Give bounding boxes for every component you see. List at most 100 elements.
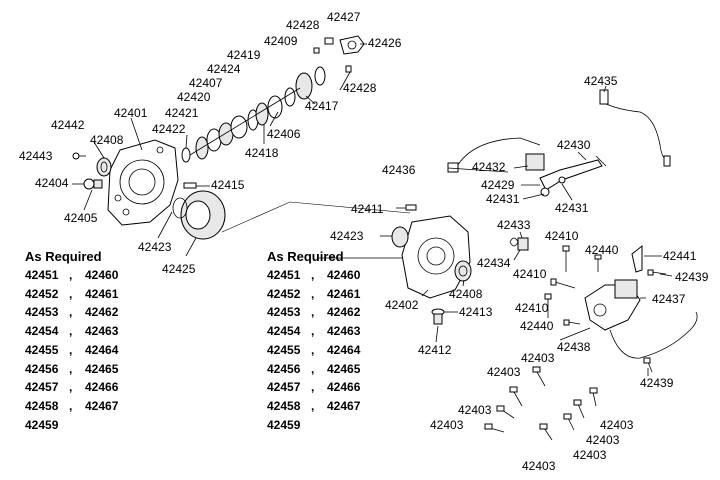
part-number-row: 42455,42464 [267,343,360,357]
callout-42408-right: 42408 [449,287,483,301]
callout-42403-h: 42403 [522,459,556,473]
callout-42421: 42421 [165,106,199,120]
part-number: 42460 [85,268,119,282]
callout-42440-top: 42440 [585,243,619,257]
part-number: 42459 [267,417,301,432]
part-number: 42462 [85,305,119,320]
part-number: 42458 [267,398,301,413]
callout-42431-right: 42431 [555,201,589,215]
callout-42442: 42442 [51,118,85,132]
callout-42410-top: 42410 [545,229,579,243]
separator: , [311,286,315,301]
sensor-harness-part [599,89,671,167]
right-seals-part [391,226,472,282]
callout-42440-low: 42440 [520,319,554,333]
callout-42420: 42420 [177,90,211,104]
right-as-required-heading: As Required [267,249,344,264]
part-number: 42452 [25,286,59,301]
callout-42405: 42405 [64,211,98,225]
separator: , [69,342,73,357]
part-number: 42457 [267,380,301,395]
part-number-row: 42458, 42467 [267,399,360,413]
separator: , [69,324,73,339]
callout-42439-top: 42439 [675,270,709,284]
callout-42423-left: 42423 [138,240,172,254]
separator: , [311,398,315,413]
part-number-row: 42459 [267,418,327,432]
callout-42441: 42441 [663,249,697,263]
callout-42406: 42406 [267,127,301,141]
left-as-required-heading: As Required [25,249,102,264]
callout-42428-mid: 42428 [343,81,377,95]
separator: , [69,361,73,376]
separator: , [311,380,315,395]
callout-42437: 42437 [652,292,686,306]
callout-42415: 42415 [211,178,245,192]
separator: , [69,268,73,282]
callout-42432: 42432 [472,160,506,174]
pinion-stack-part [181,66,326,163]
part-number-row: 42451,42460 [25,268,118,282]
part-number: 42461 [327,286,361,301]
part-number: 42465 [85,361,119,376]
actuator-part [584,244,698,359]
callout-42403-a: 42403 [521,351,555,365]
part-number: 42467 [85,398,119,413]
part-number: 42467 [327,398,361,413]
callout-42426: 42426 [368,36,402,50]
part-number: 42456 [25,361,59,376]
part-number-row: 42457, 42466 [25,380,118,394]
callout-42403-f: 42403 [586,433,620,447]
bolts-42440 [563,254,667,373]
callout-42403-e: 42403 [600,418,634,432]
separator: , [311,305,315,320]
callout-42427: 42427 [327,10,361,24]
part-number: 42453 [267,305,301,320]
callout-42435: 42435 [584,74,618,88]
callout-42438: 42438 [557,340,591,354]
separator: , [69,305,73,320]
part-number: 42464 [85,342,119,357]
part-number-row: 42452, 42461 [267,287,360,301]
part-number: 42455 [25,342,59,357]
callout-42401: 42401 [114,106,148,120]
callout-42428-top: 42428 [286,18,320,32]
separator: , [311,324,315,339]
part-number: 42455 [267,342,301,357]
callout-42436: 42436 [382,163,416,177]
callout-42404: 42404 [35,176,69,190]
part-number: 42462 [327,305,361,320]
part-number: 42465 [327,361,361,376]
part-number: 42452 [267,286,301,301]
part-number-row: 42453, 42462 [267,305,360,319]
callout-42403-c: 42403 [458,403,492,417]
callout-42403-d: 42403 [430,418,464,432]
leader-lines [72,43,673,376]
callout-42425: 42425 [162,262,196,276]
separator: , [69,286,73,301]
part-number: 42466 [327,380,361,395]
part-number-row: 42451,42460 [267,268,360,282]
cable-part [447,137,541,173]
drain-plug-part [431,308,445,325]
part-number: 42459 [25,417,59,432]
callout-42411: 42411 [351,202,384,216]
part-number: 42464 [327,342,361,357]
part-number: 42457 [25,380,59,395]
part-number: 42463 [327,324,361,339]
small-screw-part [72,152,86,160]
callout-42403-g: 42403 [573,448,607,462]
part-number: 42466 [85,380,119,395]
bolts-42410 [544,245,576,318]
part-number-row: 42454,42463 [267,324,360,338]
callout-42402: 42402 [385,298,419,312]
separator: , [69,380,73,395]
part-number-row: 42454,42463 [25,324,118,338]
callout-42430: 42430 [557,138,591,152]
part-number-row: 42456, 42465 [25,362,118,376]
yoke-part [313,35,365,73]
callout-42429: 42429 [481,178,515,192]
callout-42422: 42422 [152,122,186,136]
vent-pin-part [405,204,417,211]
